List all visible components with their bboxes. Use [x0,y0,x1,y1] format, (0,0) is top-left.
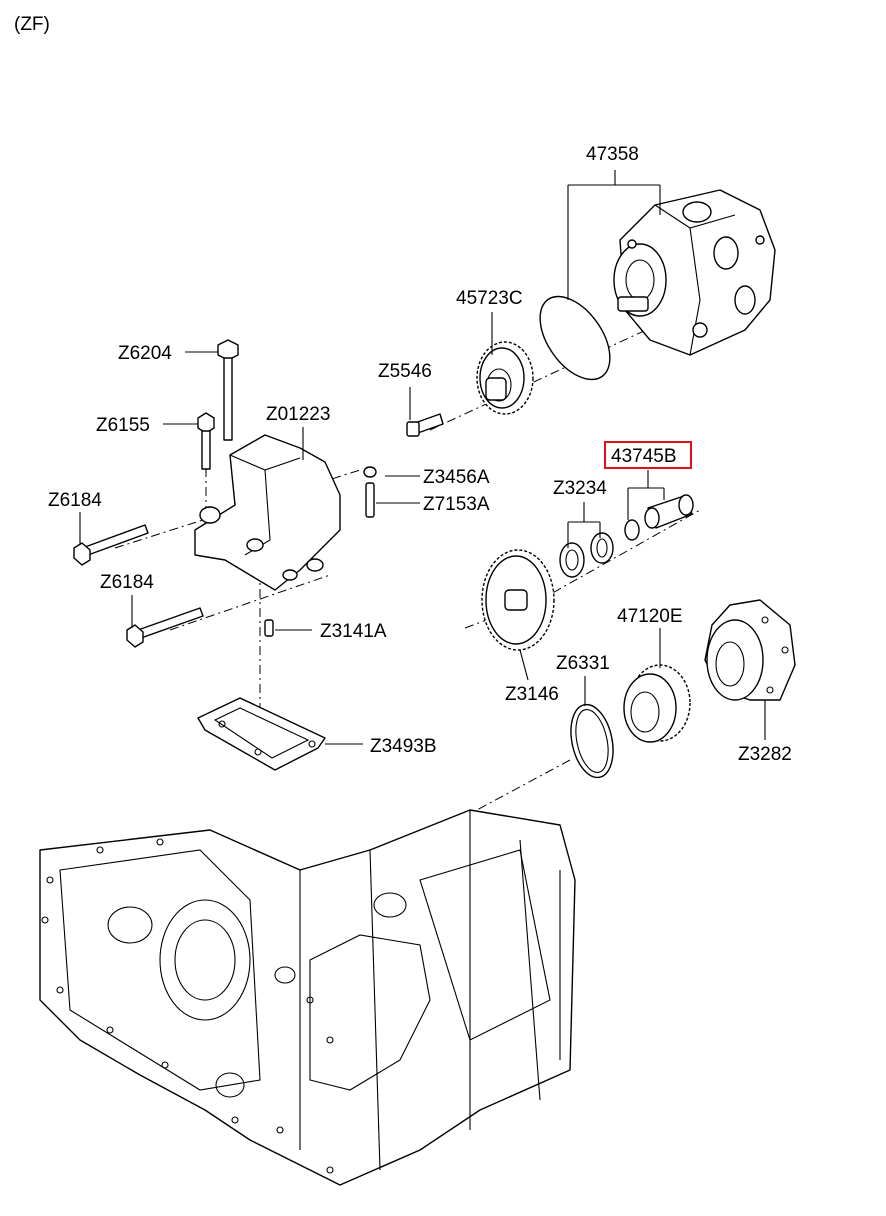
variant-label: (ZF) [14,14,50,35]
label-47120E[interactable]: 47120E [617,606,683,627]
housing-cover-Z01223[interactable] [194,434,341,591]
label-Z6204[interactable]: Z6204 [118,343,172,364]
label-Z6184-lower[interactable]: Z6184 [100,572,154,593]
label-Z01223[interactable]: Z01223 [266,404,330,425]
label-47358[interactable]: 47358 [586,144,639,165]
stud-Z7153A[interactable] [365,482,375,518]
assembly-axis-lines [114,304,701,906]
differential-carrier-47358[interactable] [613,189,776,356]
bolt-Z6184-lower[interactable] [126,607,204,648]
spacer-43745B[interactable] [624,494,694,541]
label-Z3146[interactable]: Z3146 [505,684,559,705]
label-Z3234[interactable]: Z3234 [553,478,607,499]
highlight-box [604,441,692,469]
part-number-labels: 47358 45723C Z5546 Z6204 Z6155 Z01223 Z3… [48,144,792,765]
gear-ring-47120E[interactable] [623,664,691,743]
label-Z3456A[interactable]: Z3456A [423,467,490,488]
o-ring[interactable] [526,284,624,392]
needle-bearings-Z3234[interactable] [559,532,614,578]
flange-Z3282[interactable] [704,599,796,701]
bolt-Z6204[interactable] [217,339,239,441]
label-45723C[interactable]: 45723C [456,288,523,309]
label-Z3493B[interactable]: Z3493B [370,736,437,757]
label-Z6331[interactable]: Z6331 [556,653,610,674]
washer-Z3456A[interactable] [363,466,377,478]
gear-45723C[interactable] [476,341,534,415]
label-Z3282[interactable]: Z3282 [738,744,792,765]
bolt-Z6184-upper[interactable] [73,524,149,566]
label-43745B[interactable]: 43745B [611,446,677,467]
label-Z6184-upper[interactable]: Z6184 [48,490,102,511]
gasket-Z3493B[interactable] [197,697,326,771]
label-Z3141A[interactable]: Z3141A [320,621,387,642]
snap-ring-Z6331[interactable] [565,701,620,782]
transmission-case [39,809,576,1186]
dowel-Z3141A[interactable] [264,619,274,637]
bolt-Z5546[interactable] [406,413,444,437]
gear-Z3146[interactable] [481,549,555,651]
leader-lines [79,170,766,745]
bolt-Z6155[interactable] [197,412,215,470]
label-Z6155[interactable]: Z6155 [96,415,150,436]
label-Z7153A[interactable]: Z7153A [423,494,490,515]
label-Z5546[interactable]: Z5546 [378,361,432,382]
